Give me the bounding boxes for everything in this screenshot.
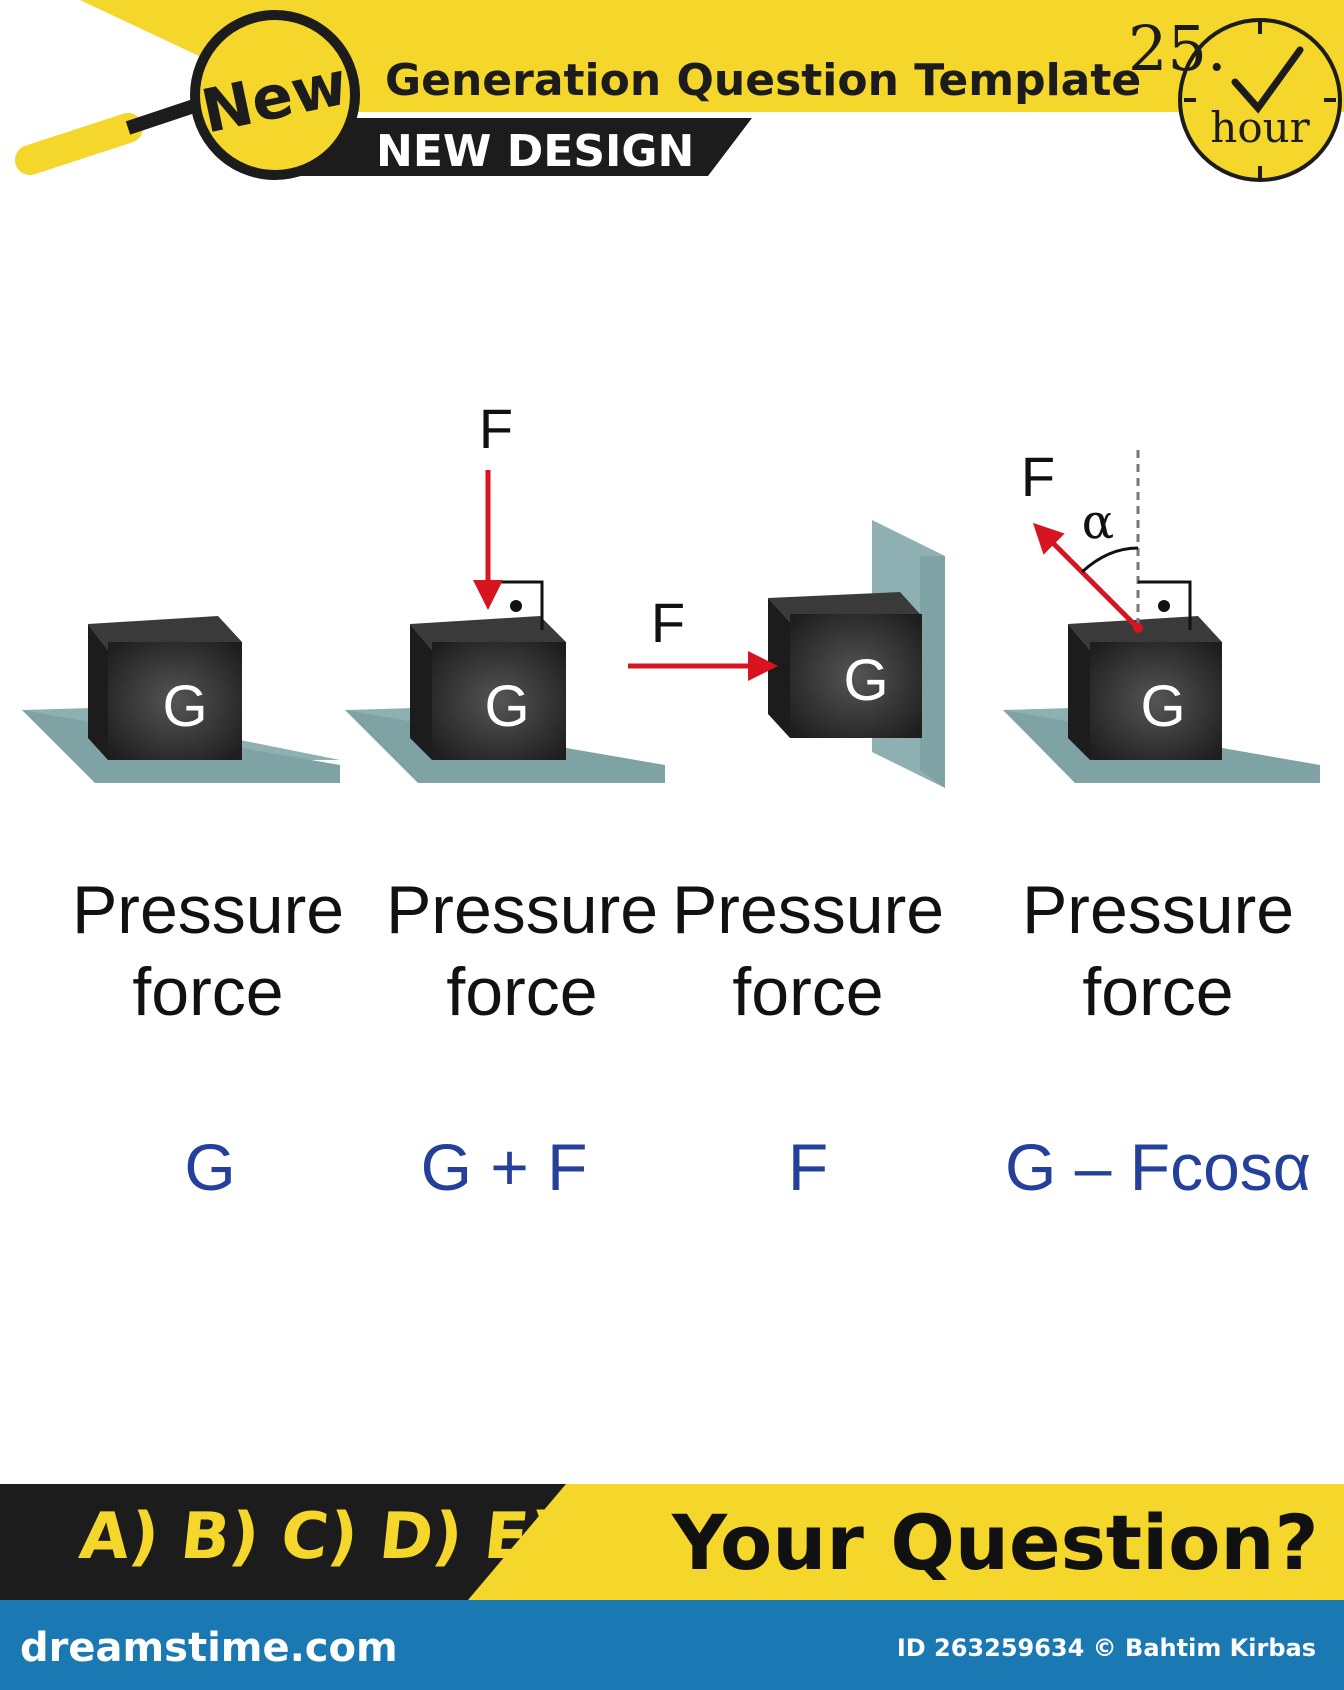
angle-label: α: [1082, 494, 1114, 550]
footer-credit: ID 263259634 © Bahtim Kirbas: [896, 1634, 1316, 1662]
label-line-1: Pressure: [1021, 872, 1295, 948]
block-top: [1068, 616, 1222, 650]
force-label: F: [1021, 445, 1055, 508]
footer-bar: [0, 1600, 1344, 1690]
force-diagram: G G F G F G α F: [22, 397, 1320, 788]
block: [790, 614, 922, 738]
label-line-1: Pressure: [71, 872, 345, 948]
block: [108, 642, 242, 760]
footer-site[interactable]: dreamstime.com: [20, 1625, 398, 1671]
case-2-formula: G + F: [420, 1130, 588, 1204]
case-4-figure: G α F: [1003, 445, 1320, 783]
block-label: G: [1140, 674, 1185, 739]
case-2-figure: G F: [345, 397, 665, 783]
block-top: [410, 616, 566, 650]
label-line-1: Pressure: [385, 872, 659, 948]
right-angle-marker: [490, 580, 544, 630]
clock-unit: hour: [1210, 103, 1310, 152]
right-angle-marker: [1138, 580, 1192, 630]
case-3-figure: G F: [628, 520, 945, 788]
header-title: Generation Question Template: [385, 55, 1141, 106]
block-label: G: [843, 648, 888, 713]
header-subtitle: NEW DESIGN: [376, 126, 694, 177]
angle-arc: [1080, 546, 1139, 574]
checkmark-icon: [1231, 46, 1304, 114]
block: [432, 642, 566, 760]
force-label: F: [651, 591, 685, 654]
label-line-2: force: [132, 954, 284, 1030]
label-line-2: force: [446, 954, 598, 1030]
block-label: G: [162, 674, 207, 739]
block-label: G: [484, 674, 529, 739]
block-front: [410, 624, 432, 760]
case-1-figure: G: [22, 616, 340, 783]
case-4-formula: G – Fcosα: [1005, 1130, 1311, 1204]
case-3-formula: F: [787, 1130, 829, 1204]
question-placeholder: Your Question?: [672, 1498, 1319, 1587]
block-top: [88, 616, 242, 650]
label-line-1: Pressure: [671, 872, 945, 948]
label-line-2: force: [1082, 954, 1234, 1030]
block: [1090, 642, 1222, 760]
block-front: [88, 624, 108, 760]
label-line-2: force: [732, 954, 884, 1030]
header-banner: New Generation Question Template NEW DES…: [15, 0, 1344, 182]
force-label: F: [479, 397, 513, 460]
block-front: [1068, 624, 1090, 760]
answer-choices: A) B) C) D) E): [76, 1500, 562, 1574]
clock-number: 25.: [1128, 12, 1227, 85]
case-1-formula: G: [184, 1130, 236, 1204]
force-arrow: [1032, 522, 1140, 630]
question-band: [0, 1484, 1344, 1600]
block-front: [768, 598, 790, 738]
